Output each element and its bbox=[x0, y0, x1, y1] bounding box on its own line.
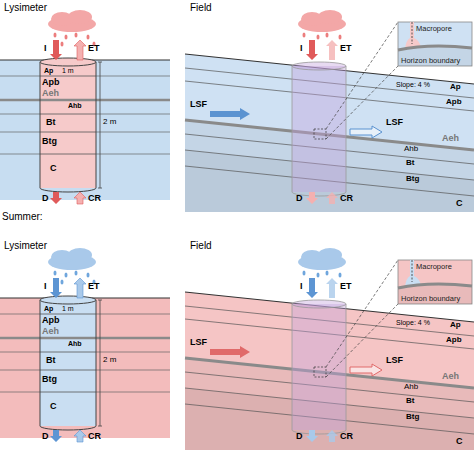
horizon-label: Ap bbox=[44, 67, 53, 74]
flux-label: CR bbox=[88, 194, 101, 203]
horizon-label: Aeh bbox=[42, 89, 59, 98]
dimension-label: 2 m bbox=[103, 356, 116, 364]
horizon-label: Apb bbox=[446, 98, 462, 106]
flux-label: D bbox=[296, 194, 303, 203]
horizon-label: Ahb bbox=[404, 145, 418, 153]
flux-label: CR bbox=[88, 432, 101, 441]
horizon-label: C bbox=[50, 402, 57, 411]
flux-label: LSF bbox=[386, 118, 403, 127]
flux-label: D bbox=[42, 194, 49, 203]
season-label: Summer: bbox=[2, 212, 43, 222]
horizon-label: Apb bbox=[42, 78, 60, 87]
slope-label: Slope: 4 % bbox=[396, 319, 430, 326]
flux-label: I bbox=[44, 44, 47, 53]
horizon-label: Ap bbox=[450, 83, 461, 91]
inset-caption: Horizon boundary bbox=[401, 57, 460, 65]
flux-label: I bbox=[300, 44, 303, 53]
horizon-label: Aeh bbox=[42, 327, 59, 336]
flux-label: LSF bbox=[190, 338, 207, 347]
flux-label: ET bbox=[340, 282, 352, 291]
horizon-label: Aeh bbox=[442, 372, 459, 381]
horizon-label: Ap bbox=[44, 305, 53, 312]
horizon-label: Apb bbox=[446, 336, 462, 344]
horizon-label: Ap bbox=[450, 321, 461, 329]
horizon-label: Apb bbox=[42, 316, 60, 325]
horizon-label: C bbox=[456, 437, 463, 446]
horizon-label: Aeh bbox=[442, 134, 459, 143]
horizon-label: Btg bbox=[42, 137, 57, 146]
flux-label: D bbox=[296, 432, 303, 441]
flux-label: I bbox=[44, 282, 47, 291]
dimension-label: 2 m bbox=[103, 118, 116, 126]
flux-label: D bbox=[42, 432, 49, 441]
horizon-label: Btg bbox=[406, 175, 419, 183]
flux-label: CR bbox=[340, 194, 353, 203]
inset-box: MacroporeHorizon boundary bbox=[398, 22, 472, 66]
inset-box: MacroporeHorizon boundary bbox=[398, 260, 472, 304]
inset-label: Macropore bbox=[416, 25, 452, 33]
flux-label: LSF bbox=[190, 100, 207, 109]
dimension-label: 1 m bbox=[62, 67, 74, 74]
horizon-label: Bt bbox=[46, 118, 56, 127]
horizon-label: C bbox=[456, 199, 463, 208]
flux-label: LSF bbox=[386, 356, 403, 365]
horizon-label: Btg bbox=[406, 413, 419, 421]
flux-label: ET bbox=[88, 44, 100, 53]
horizon-label: Ahb bbox=[404, 383, 418, 391]
horizon-label: C bbox=[50, 164, 57, 173]
inset-label: Macropore bbox=[416, 263, 452, 271]
panel-title: Field bbox=[190, 3, 212, 13]
inset-caption: Horizon boundary bbox=[401, 295, 460, 303]
flux-label: CR bbox=[340, 432, 353, 441]
panel-title: Lysimeter bbox=[4, 3, 47, 13]
dimension-label: 1 m bbox=[62, 305, 74, 312]
horizon-label: Bt bbox=[406, 159, 414, 167]
flux-label: ET bbox=[340, 44, 352, 53]
horizon-label: Bt bbox=[46, 356, 56, 365]
slope-label: Slope: 4 % bbox=[396, 81, 430, 88]
flux-label: ET bbox=[88, 282, 100, 291]
flux-label: I bbox=[300, 282, 303, 291]
horizon-label: Ahb bbox=[68, 102, 82, 109]
panel-title: Field bbox=[190, 241, 212, 251]
panel-title: Lysimeter bbox=[4, 241, 47, 251]
horizon-label: Bt bbox=[406, 397, 414, 405]
horizon-label: Btg bbox=[42, 375, 57, 384]
horizon-label: Ahb bbox=[68, 340, 82, 347]
